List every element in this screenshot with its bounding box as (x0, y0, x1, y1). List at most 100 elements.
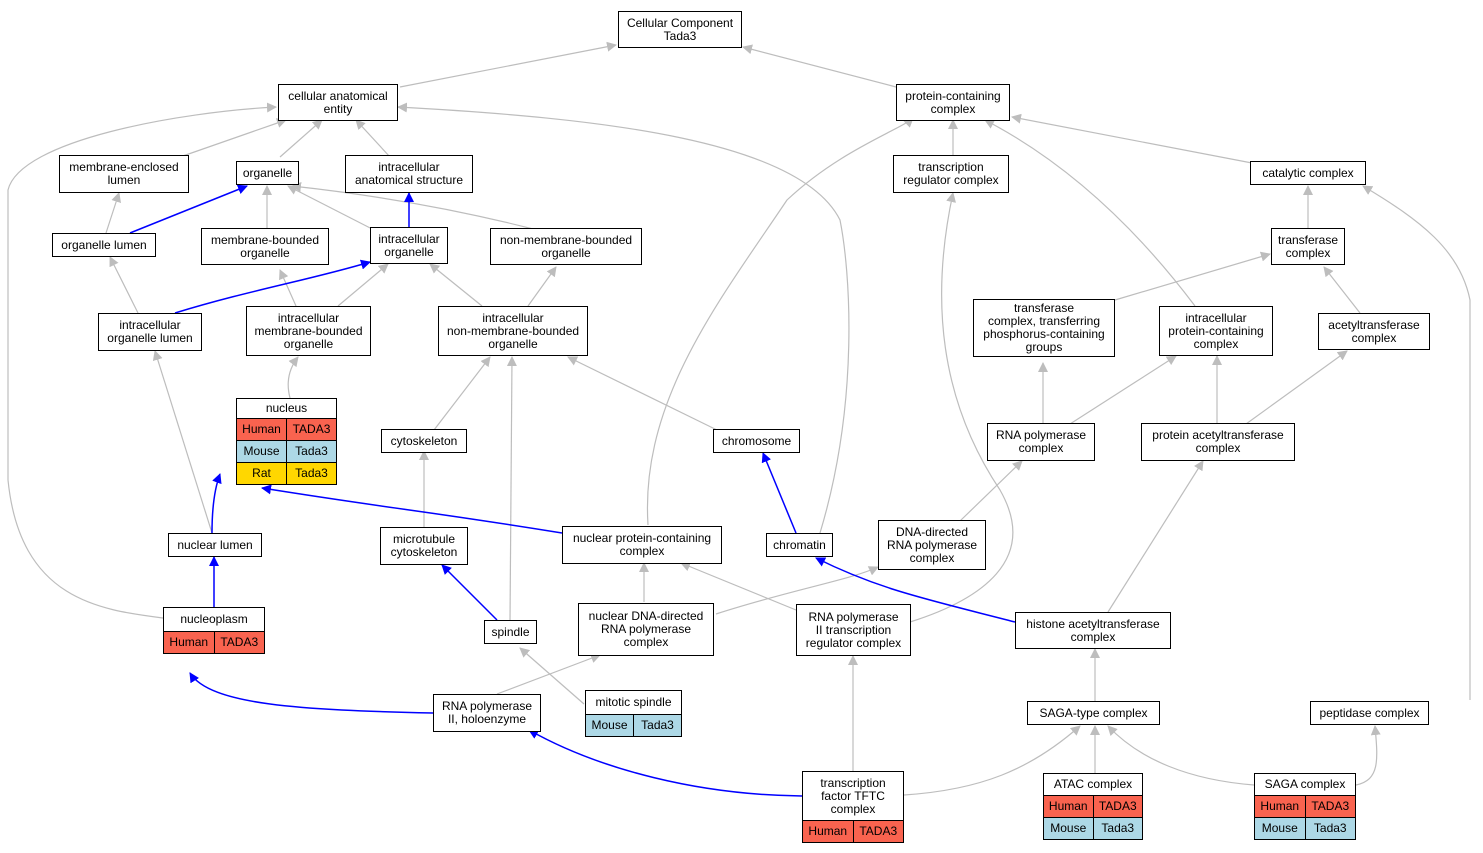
go-term-node-intracellular-non-membrane-bounded-organelle[interactable]: intracellular non-membrane-bounded organ… (438, 306, 588, 356)
go-term-node-protein-acetyltransferase-complex[interactable]: protein acetyltransferase complex (1141, 423, 1295, 461)
edge (984, 119, 1196, 307)
go-term-node-transferase-complex[interactable]: transferase complex (1271, 228, 1345, 265)
go-term-node-protein-containing-complex[interactable]: protein-containing complex (896, 84, 1010, 121)
edge (1323, 266, 1361, 314)
go-term-label: cellular anatomical entity (288, 88, 388, 116)
edge (646, 117, 914, 526)
go-term-label: intracellular organelle (378, 231, 440, 259)
edge (1069, 355, 1177, 425)
go-term-node-histone-acetyltransferase-complex[interactable]: histone acetyltransferase complex (1015, 612, 1171, 649)
go-term-label: membrane-enclosed lumen (69, 160, 179, 187)
edge (441, 564, 498, 621)
go-term-node-transcription-regulator-complex[interactable]: transcription regulator complex (893, 155, 1009, 193)
gene-cell: TADA3 (1092, 796, 1143, 817)
go-term-node-intracellular-protein-containing-complex[interactable]: intracellular protein-containing complex (1159, 306, 1273, 356)
go-term-label: acetyltransferase complex (1328, 317, 1420, 345)
edge (1355, 725, 1381, 786)
go-term-label: chromatin (773, 537, 826, 552)
edge (527, 266, 557, 307)
go-term-node-nuclear-lumen[interactable]: nuclear lumen (168, 533, 262, 557)
go-term-node-organelle-lumen[interactable]: organelle lumen (52, 233, 156, 257)
go-term-label: protein acetyltransferase complex (1152, 428, 1284, 455)
go-term-node-nuclear-dna-directed-rna-polymerase-complex[interactable]: nuclear DNA-directed RNA polymerase comp… (578, 603, 714, 656)
go-term-node-membrane-enclosed-lumen[interactable]: membrane-enclosed lumen (59, 155, 189, 193)
go-term-label: transferase complex, transferring phosph… (983, 301, 1105, 354)
go-term-node-transferase-complex-phosphorus[interactable]: transferase complex, transferring phosph… (973, 299, 1115, 357)
edge (291, 182, 534, 230)
go-term-node-spindle[interactable]: spindle (484, 620, 537, 644)
go-term-label: nuclear lumen (177, 537, 253, 552)
go-term-node-intracellular-anatomical-structure[interactable]: intracellular anatomical structure (345, 155, 473, 193)
go-term-label: transcription factor TFTC complex (820, 775, 886, 816)
gene-cell: Tada3 (1092, 818, 1143, 839)
go-term-node-chromatin[interactable]: chromatin (766, 533, 833, 557)
go-term-label: mitotic spindle (595, 695, 672, 709)
go-term-label: non-membrane-bounded organelle (499, 232, 633, 260)
edge (279, 269, 297, 307)
go-term-label: intracellular organelle lumen (107, 318, 193, 345)
edge (903, 725, 1081, 796)
go-term-node-rna-polymerase-ii-transcription-regulator-complex[interactable]: RNA polymerase II transcription regulato… (796, 604, 911, 656)
go-term-label: protein-containing complex (905, 88, 1001, 116)
go-term-node-intracellular-membrane-bounded-organelle[interactable]: intracellular membrane-bounded organelle (246, 306, 371, 356)
edge (287, 185, 379, 233)
edge (1362, 185, 1471, 700)
go-term-node-cellular-component[interactable]: Cellular Component Tada3 (618, 11, 742, 48)
edge (399, 41, 617, 88)
go-term-label: transcription regulator complex (903, 160, 999, 187)
edge (519, 647, 585, 705)
gene-cell: TADA3 (286, 419, 336, 440)
go-term-node-saga-type-complex[interactable]: SAGA-type complex (1027, 701, 1160, 725)
go-term-node-intracellular-organelle[interactable]: intracellular organelle (370, 227, 448, 264)
go-term-node-intracellular-organelle-lumen[interactable]: intracellular organelle lumen (98, 313, 202, 351)
go-term-node-peptidase-complex[interactable]: peptidase complex (1310, 701, 1429, 725)
go-term-label: cytoskeleton (390, 433, 458, 448)
edge (1114, 251, 1271, 301)
part-of-edges (129, 184, 1016, 797)
edge (1107, 725, 1255, 786)
go-term-label: intracellular protein-containing complex (1168, 310, 1264, 351)
go-term-node-membrane-bounded-organelle[interactable]: membrane-bounded organelle (201, 228, 329, 265)
go-term-label: membrane-bounded organelle (210, 232, 320, 260)
gene-cell: TADA3 (852, 821, 904, 842)
go-term-node-non-membrane-bounded-organelle[interactable]: non-membrane-bounded organelle (490, 228, 642, 265)
edge (189, 672, 434, 714)
go-term-node-rna-polymerase-ii-holoenzyme[interactable]: RNA polymerase II, holoenzyme (433, 694, 541, 732)
go-term-label: peptidase complex (1319, 705, 1420, 720)
go-term-node-cytoskeleton[interactable]: cytoskeleton (381, 429, 467, 453)
edge (287, 356, 299, 399)
go-term-node-rna-polymerase-complex[interactable]: RNA polymerase complex (987, 423, 1095, 461)
go-term-node-organelle[interactable]: organelle (236, 161, 299, 185)
go-term-node-chromosome[interactable]: chromosome (713, 429, 800, 453)
species-cell: Mouse (591, 718, 628, 732)
go-term-label: microtubule cytoskeleton (390, 532, 458, 559)
go-term-label: SAGA complex (1264, 777, 1346, 791)
go-term-label: organelle (242, 165, 293, 180)
gene-cell: TADA3 (1304, 796, 1356, 817)
go-term-node-catalytic-complex[interactable]: catalytic complex (1250, 161, 1366, 185)
go-term-node-cellular-anatomical-entity[interactable]: cellular anatomical entity (278, 84, 398, 121)
edge (179, 118, 287, 158)
gene-cell: Tada3 (286, 463, 336, 484)
edge (7, 102, 277, 619)
go-term-node-nuclear-protein-containing-complex[interactable]: nuclear protein-containing complex (562, 526, 722, 564)
go-term-label: SAGA-type complex (1039, 705, 1148, 720)
go-term-label: RNA polymerase II transcription regulato… (805, 609, 902, 650)
go-term-node-microtubule-cytoskeleton[interactable]: microtubule cytoskeleton (380, 527, 468, 565)
go-term-label: ATAC complex (1053, 777, 1133, 791)
go-term-label: organelle lumen (61, 237, 147, 252)
go-term-node-acetyltransferase-complex[interactable]: acetyltransferase complex (1318, 313, 1430, 350)
go-term-node-dna-directed-rna-polymerase-complex[interactable]: DNA-directed RNA polymerase complex (878, 520, 986, 570)
go-term-label: transferase complex (1277, 232, 1339, 260)
